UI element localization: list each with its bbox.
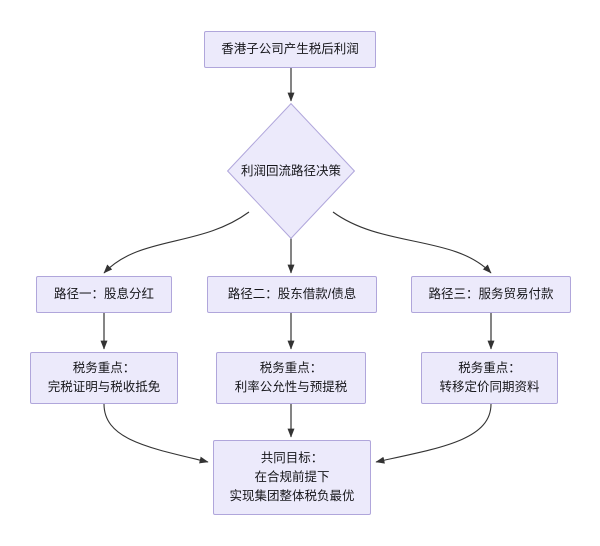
node-start-label: 香港子公司产生税后利润 xyxy=(221,42,359,56)
node-decision[interactable]: 利润回流路径决策 xyxy=(227,103,355,239)
edge-focus1-to-goal xyxy=(103,403,209,464)
node-decision-label: 利润回流路径决策 xyxy=(240,163,341,178)
node-focus3[interactable]: 税务重点： 转移定价同期资料 xyxy=(421,352,558,404)
node-start[interactable]: 香港子公司产生税后利润 xyxy=(204,31,376,68)
node-focus1-line2: 完税证明与税收抵免 xyxy=(47,380,161,394)
node-focus2-line2: 利率公允性与预提税 xyxy=(234,380,348,394)
node-path3-label: 路径三：服务贸易付款 xyxy=(428,287,554,301)
edge-decision-to-path3 xyxy=(332,211,492,274)
node-focus2-line1: 税务重点： xyxy=(259,361,323,375)
node-path1[interactable]: 路径一：股息分红 xyxy=(36,276,172,313)
node-path2[interactable]: 路径二：股东借款/债息 xyxy=(207,276,377,313)
node-goal-line3: 实现集团整体税负最优 xyxy=(229,489,355,503)
node-goal-line1: 共同目标： xyxy=(260,451,324,465)
node-goal[interactable]: 共同目标： 在合规前提下 实现集团整体税负最优 xyxy=(213,440,371,515)
node-path2-label: 路径二：股东借款/债息 xyxy=(227,287,357,301)
node-focus2[interactable]: 税务重点： 利率公允性与预提税 xyxy=(216,352,366,404)
node-focus3-line2: 转移定价同期资料 xyxy=(439,380,540,394)
node-goal-line2: 在合规前提下 xyxy=(254,470,330,484)
node-path1-label: 路径一：股息分红 xyxy=(53,287,154,301)
node-focus1-line1: 税务重点： xyxy=(72,361,136,375)
node-focus3-line1: 税务重点： xyxy=(458,361,521,375)
edge-focus3-to-goal xyxy=(375,403,492,464)
node-path3[interactable]: 路径三：服务贸易付款 xyxy=(411,276,571,313)
node-focus1[interactable]: 税务重点： 完税证明与税收抵免 xyxy=(30,352,178,404)
